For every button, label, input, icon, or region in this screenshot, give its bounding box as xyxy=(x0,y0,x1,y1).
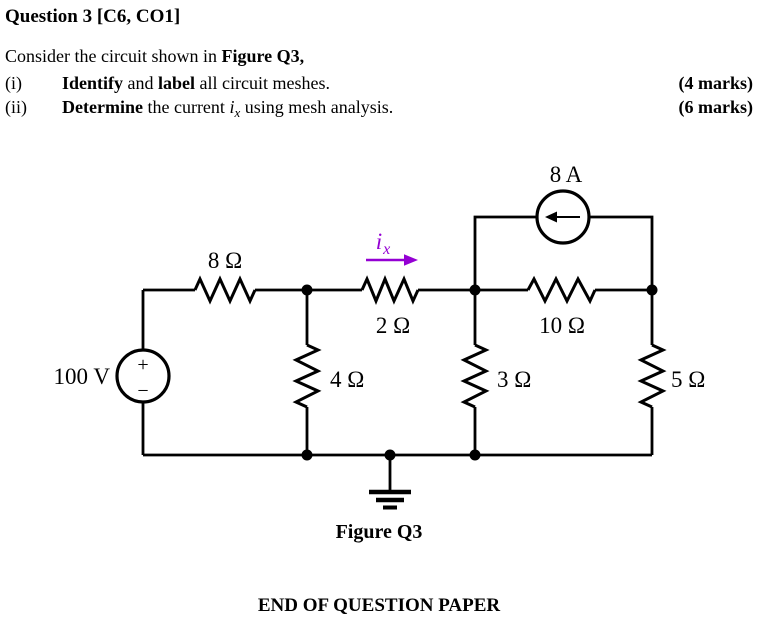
task2-current-symbol: i xyxy=(229,97,235,117)
resistor-2ohm xyxy=(360,275,420,305)
voltage-source-plus-sign: + xyxy=(137,354,148,376)
label-current-source: 8 A xyxy=(550,162,583,187)
intro-regular: Consider the circuit shown in xyxy=(5,46,222,66)
node-dot xyxy=(469,284,481,296)
label-8ohm: 8 Ω xyxy=(208,248,242,273)
task1-number: (i) xyxy=(5,73,22,93)
task1-text: Identify and label all circuit meshes. xyxy=(62,73,330,94)
circuit-nodes xyxy=(301,284,658,461)
circuit-wires xyxy=(141,215,654,457)
voltage-source-minus-sign: − xyxy=(137,380,148,402)
label-3ohm: 3 Ω xyxy=(497,367,531,392)
label-10ohm: 10 Ω xyxy=(539,313,585,338)
label-voltage-source: 100 V xyxy=(54,364,111,389)
ix-arrow-head xyxy=(404,254,418,266)
figure-caption: Figure Q3 xyxy=(335,521,423,543)
intro-figure-ref: Figure Q3, xyxy=(221,46,305,66)
label-4ohm: 4 Ω xyxy=(330,367,364,392)
voltage-source-symbol xyxy=(115,348,171,404)
task1-mid: and xyxy=(123,73,159,93)
task2-marks: (6 marks) xyxy=(678,97,754,117)
node-dot xyxy=(469,449,481,461)
node-dot xyxy=(301,284,313,296)
label-2ohm: 2 Ω xyxy=(376,313,410,338)
current-source-loop-wire xyxy=(473,215,654,290)
ix-label-base: i xyxy=(376,229,382,254)
task1-verb1: Identify xyxy=(62,73,124,93)
task1-verb2: label xyxy=(158,73,196,93)
task1-rest: all circuit meshes. xyxy=(195,73,330,93)
task2-rest: using mesh analysis. xyxy=(240,97,394,117)
current-source-arrow-head xyxy=(545,211,557,223)
resistor-10ohm xyxy=(526,275,597,305)
task2-verb1: Determine xyxy=(62,97,143,117)
resistor-5ohm xyxy=(637,343,667,409)
task2-text: Determine the current ix using mesh anal… xyxy=(62,97,393,121)
current-source-symbol xyxy=(535,189,591,245)
ix-label-subscript: x xyxy=(382,241,390,258)
node-dot xyxy=(301,449,313,461)
task2-mid: the current xyxy=(142,97,230,117)
ground-symbol xyxy=(369,455,411,510)
resistor-8ohm xyxy=(193,275,257,305)
label-5ohm: 5 Ω xyxy=(671,367,705,392)
intro-line: Consider the circuit shown in Figure Q3, xyxy=(5,46,304,67)
node-dot xyxy=(646,284,658,296)
resistor-4ohm xyxy=(292,343,322,409)
resistor-3ohm xyxy=(460,343,490,409)
task1-marks: (4 marks) xyxy=(678,73,754,93)
task2-current-subscript: x xyxy=(234,105,241,120)
end-of-paper-text: END OF QUESTION PAPER xyxy=(257,595,501,616)
task2-number: (ii) xyxy=(5,97,27,117)
ix-current-label: ix xyxy=(376,229,391,258)
question-title: Question 3 [C6, CO1] xyxy=(5,6,181,27)
